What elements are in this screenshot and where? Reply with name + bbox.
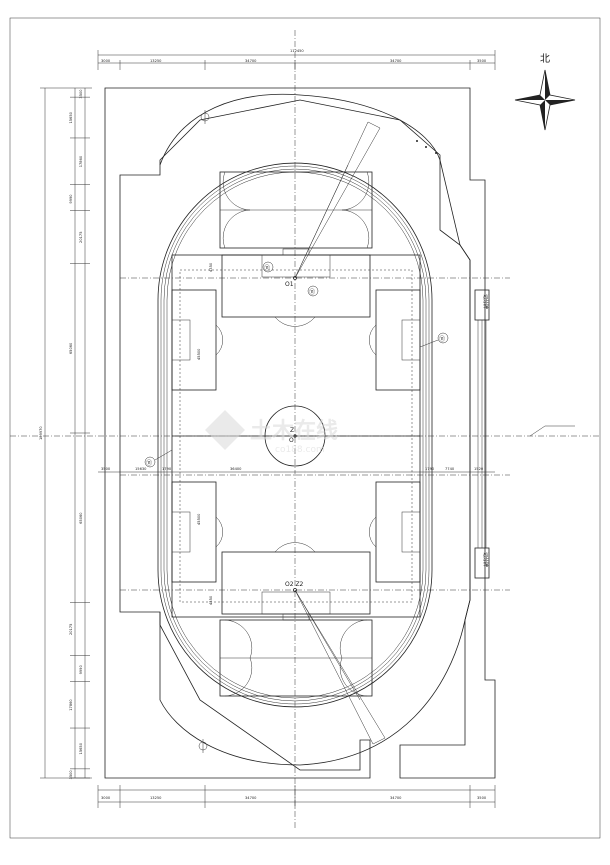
dim-mid-1: 15630	[135, 467, 147, 471]
marker-o2-z2-label: O2 Z2	[285, 581, 304, 588]
dim-field-v-2: 45500	[197, 513, 201, 525]
dim-field-v-0: 4350	[209, 262, 213, 272]
left-dim-label: 20175	[69, 624, 73, 635]
marker-o1: O1	[285, 276, 297, 288]
scoreboard-bottom: 记分牌	[474, 547, 490, 579]
throwing-sector-bottom	[294, 589, 386, 745]
watermark-sub: co188.com	[275, 445, 325, 455]
dim-top-0: 3000	[101, 59, 111, 63]
dim-mid-3: 36400	[230, 467, 242, 471]
marker-z: Z O	[289, 427, 294, 444]
left-dim-label: 65060	[79, 512, 83, 524]
top-penalty-area	[221, 254, 371, 318]
watermark-main: 土木在线	[250, 418, 338, 444]
callout-2: ⑪	[307, 285, 319, 297]
grandstand-outline	[159, 93, 471, 766]
callout-1-label: ⑪	[264, 264, 270, 272]
bottom-d-area	[219, 619, 373, 697]
top-goal-net	[282, 248, 310, 256]
throwing-sector-top	[294, 121, 381, 279]
dim-mid-2: 1790	[162, 467, 172, 471]
tree-dots	[416, 140, 437, 154]
dim-bottom-3: 34700	[390, 796, 402, 800]
dim-bottom-2: 34700	[245, 796, 257, 800]
watermark-logo-icon	[205, 410, 245, 450]
top-d-area	[219, 171, 373, 249]
callout-4-label: ⑪	[146, 459, 152, 467]
entrance-symbol-top	[200, 110, 210, 124]
north-compass: 北	[514, 53, 576, 131]
scoreboard-top: 记分牌	[474, 289, 490, 321]
left-dim-label: 9990	[69, 194, 73, 204]
dim-field-v-1: 45500	[197, 348, 201, 360]
dim-top-4: 3500	[477, 59, 487, 63]
marker-o2-z2: O2 Z2	[285, 581, 304, 592]
left-dim-label: 15650	[69, 111, 73, 123]
left-dim-label: 9990	[79, 665, 83, 675]
dim-top-1: 13250	[150, 59, 162, 63]
compass-label: 北	[540, 53, 550, 65]
callout-4: ⑪	[144, 449, 173, 468]
dim-bottom-0: 3000	[101, 796, 111, 800]
dim-top-3: 34700	[390, 59, 402, 63]
dim-field-v-3: 4350	[209, 595, 213, 605]
marker-z-label: Z	[290, 427, 294, 434]
left-dim-label: 65060	[69, 342, 73, 354]
scoreboard-bottom-label: 记分牌	[482, 552, 489, 567]
bottom-dimension-chain: 3000 13250 34700 34700 3500	[97, 785, 496, 808]
callout-3: ⑪	[419, 332, 449, 348]
left-dim-label: 3500	[79, 89, 83, 99]
axis-lines	[10, 30, 600, 830]
site-boundary	[104, 87, 496, 779]
left-dimension-chains: 3500 15650 17860 9990 20175 65060 65060 20175 99…	[39, 87, 92, 780]
dim-top-2: 34700	[245, 59, 257, 63]
left-dim-label: 20175	[79, 232, 83, 243]
dim-mid-0: 3500	[101, 467, 111, 471]
drawing-frame	[9, 17, 601, 839]
field-vertical-dims: 4350 45500 45500 4350	[197, 262, 213, 605]
top-dimension-chain: 112450 3000 13250 34700 34700 3500	[97, 49, 496, 70]
marker-o1-label: O1	[285, 281, 294, 288]
dim-mid-6: 1520	[474, 467, 484, 471]
left-dim-label: 3500	[69, 770, 73, 780]
dim-bottom-4: 3500	[477, 796, 487, 800]
dim-bottom-1: 13250	[150, 796, 162, 800]
running-track	[157, 162, 433, 708]
dim-mid-5: 7740	[445, 467, 455, 471]
scoreboard-top-label: 记分牌	[482, 294, 489, 309]
entrance-symbol-bottom	[198, 739, 208, 753]
callout-1: ⑪	[262, 261, 274, 273]
left-dim-label: 17860	[79, 155, 83, 167]
watermark: 土木在线 co188.com	[205, 410, 338, 455]
dim-top-total: 112450	[290, 49, 304, 53]
marker-o-label: O	[289, 437, 294, 444]
dim-mid-4: 1790	[425, 467, 435, 471]
dim-left-total: 189970	[39, 426, 43, 440]
left-dim-label: 15650	[79, 742, 83, 754]
mid-row-dimensions: 3500 15630 1790 36400 1790 7740 1520	[98, 467, 495, 473]
callout-3-label: ⑪	[439, 335, 445, 343]
left-dim-label: 17860	[69, 699, 73, 711]
callout-2-label: ⑪	[309, 288, 315, 296]
